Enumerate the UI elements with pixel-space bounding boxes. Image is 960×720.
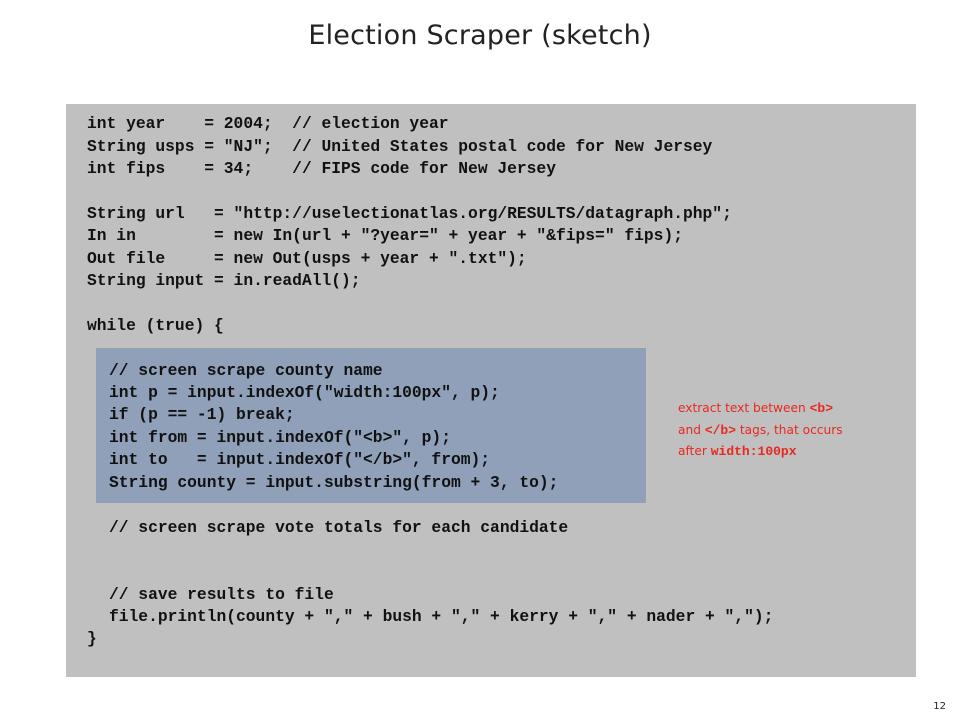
annotation-note: extract text between <b> and </b> tags, … [678,398,908,463]
annotation-tag-open: <b> [809,401,834,416]
code-line: int fips = 34; // FIPS code for New Jers… [87,159,556,178]
page-number: 12 [933,701,946,712]
code-line: String input = in.readAll(); [87,271,361,290]
annotation-text: after [678,444,711,458]
slide-title: Election Scraper (sketch) [308,20,652,51]
code-line: } [87,629,97,648]
code-line: // save results to file [109,585,334,604]
highlight-box [96,348,646,503]
code-line: while (true) { [87,316,224,335]
annotation-text: extract text between [678,401,810,415]
code-line: // screen scrape county name [109,361,383,380]
code-line: int to = input.indexOf("</b>", from); [109,450,491,469]
code-line: String county = input.substring(from + 3… [109,473,559,492]
code-line: int from = input.indexOf("<b>", p); [109,428,451,447]
code-line: // screen scrape vote totals for each ca… [109,518,569,537]
code-line: String url = "http://uselectionatlas.org… [87,204,732,223]
code-line: file.println(county + "," + bush + "," +… [109,607,774,626]
code-line: In in = new In(url + "?year=" + year + "… [87,226,683,245]
code-line: int year = 2004; // election year [87,114,449,133]
code-line: Out file = new Out(usps + year + ".txt")… [87,249,527,268]
annotation-text: tags, that occurs [736,422,843,437]
annotation-tag-close: </b> [704,422,737,438]
code-line: if (p == -1) break; [109,405,295,424]
annotation-keyword: width:100px [710,444,797,459]
annotation-text: and [678,422,705,437]
code-line: int p = input.indexOf("width:100px", p); [109,383,500,402]
code-line: String usps = "NJ"; // United States pos… [87,137,713,156]
